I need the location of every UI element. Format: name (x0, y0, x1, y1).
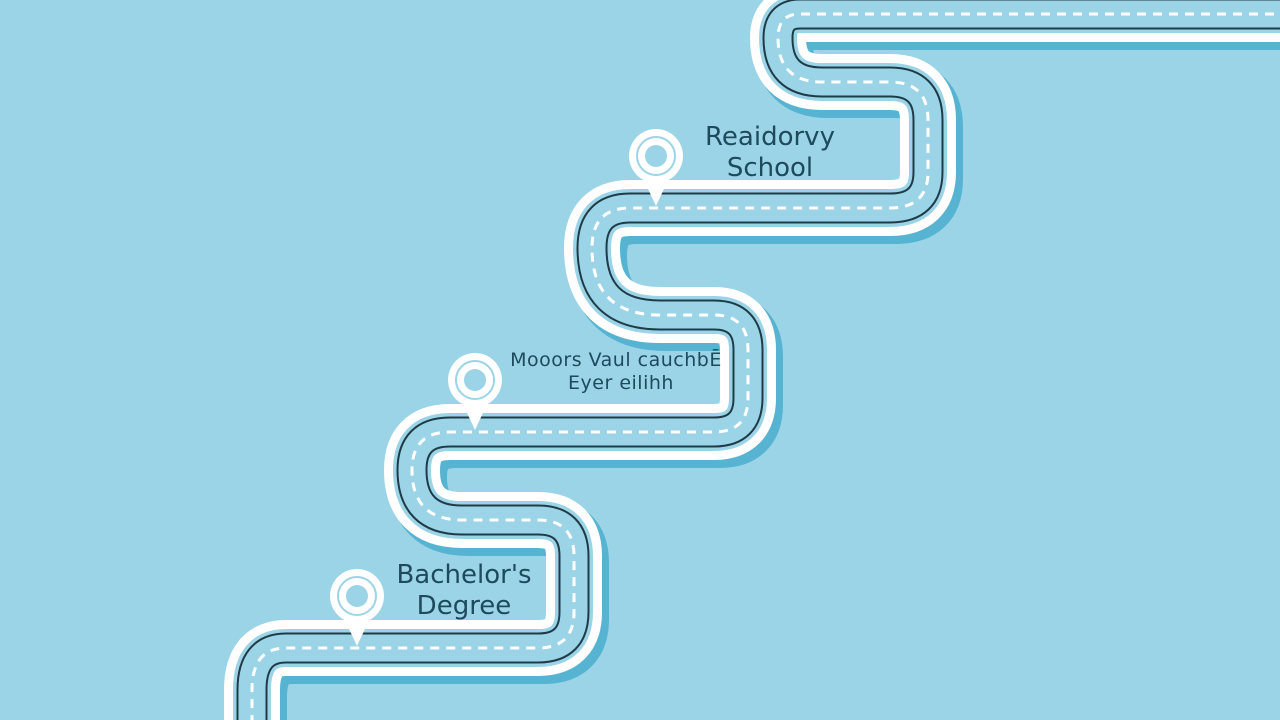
milestone-label-line: Bachelor's (396, 560, 532, 590)
milestone-pin-top (629, 129, 683, 206)
milestone-label-middle: Mooors Vaul cauchbĒ Eyer eilihh (506, 349, 726, 395)
milestone-pin-bottom (330, 569, 384, 646)
milestone-label-line: Reaidorvy (705, 122, 835, 152)
milestone-label-line: School (726, 153, 814, 184)
milestone-pin-middle (448, 353, 502, 430)
milestone-label-line: Degree (416, 591, 512, 622)
milestone-label-bottom: Bachelor's Degree (384, 560, 544, 622)
milestone-label-line: Eyer eilihh (568, 371, 674, 394)
milestone-label-top: Reaidorvy School (700, 122, 840, 184)
milestone-label-line: Mooors Vaul cauchbĒ (510, 349, 722, 371)
